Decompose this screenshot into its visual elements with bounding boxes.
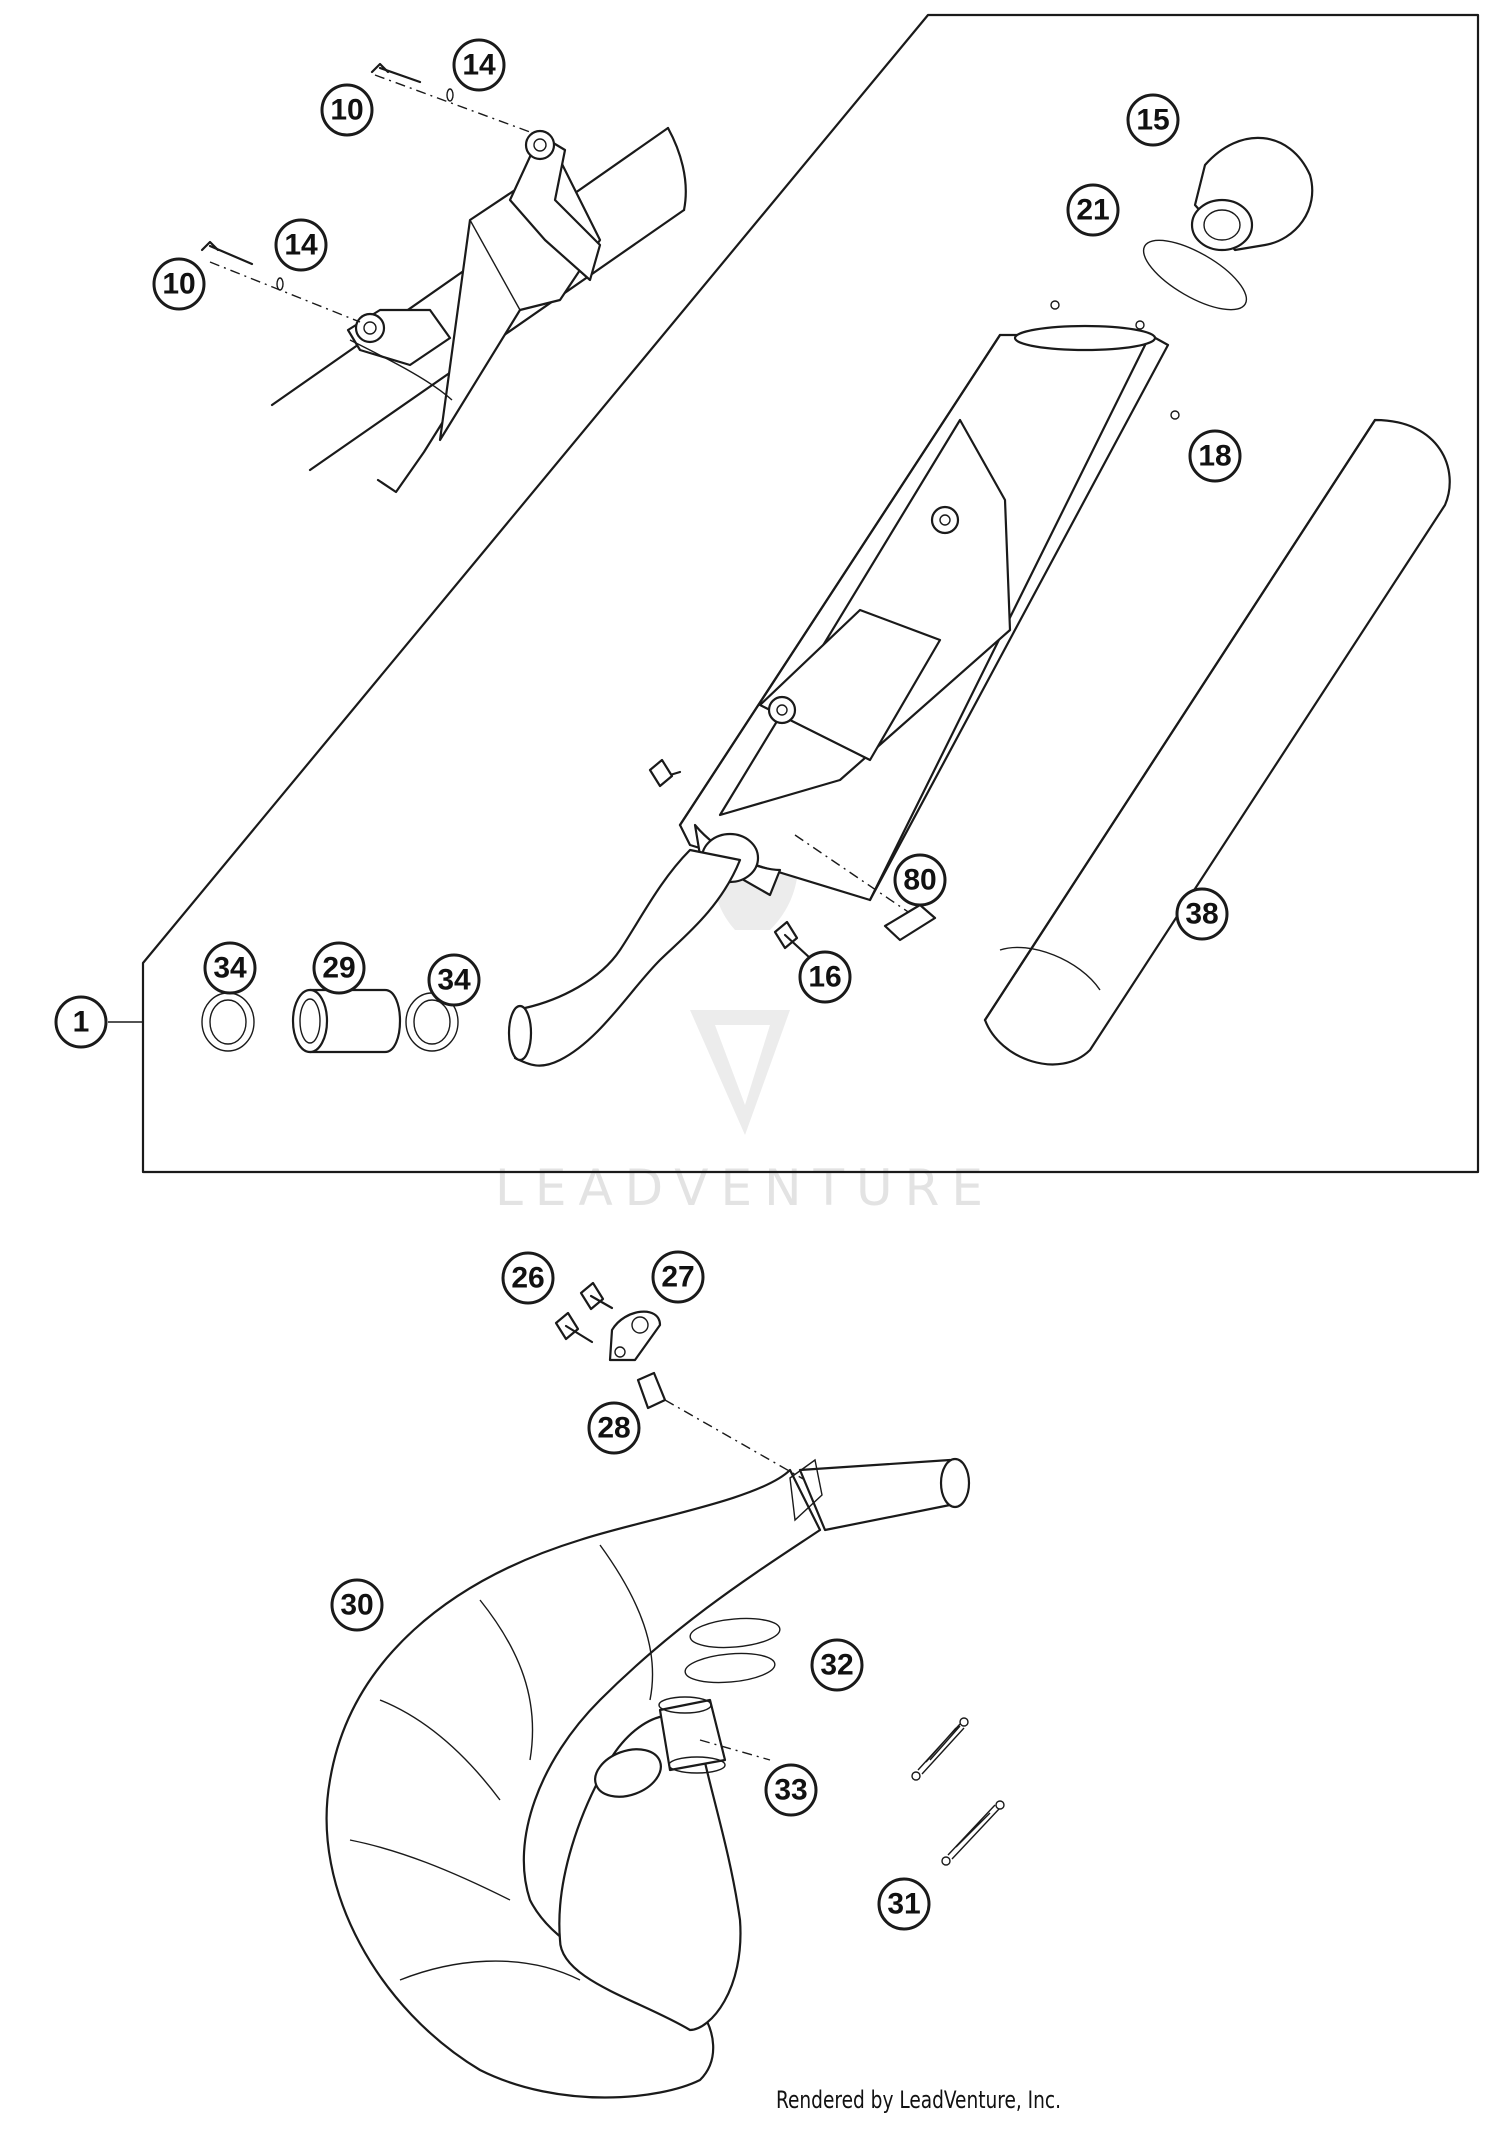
silencer — [507, 300, 1180, 1067]
callout-31: 31 — [877, 1877, 931, 1931]
connection-parts — [201, 988, 459, 1054]
callout-28: 28 — [587, 1401, 641, 1455]
callout-33: 33 — [764, 1763, 818, 1817]
header-pipe — [325, 1457, 971, 2099]
svg-text:32: 32 — [820, 1649, 853, 1682]
svg-text:28: 28 — [597, 1412, 630, 1445]
svg-text:21: 21 — [1076, 194, 1109, 227]
silencer-bracket-detail — [200, 62, 687, 494]
svg-text:14: 14 — [462, 49, 496, 82]
callout-27: 27 — [651, 1250, 705, 1304]
bracket-parts — [554, 1281, 806, 1481]
callout-15: 15 — [1126, 93, 1180, 147]
svg-text:38: 38 — [1185, 898, 1218, 931]
seals-and-springs — [658, 1617, 1005, 1866]
svg-text:15: 15 — [1136, 104, 1169, 137]
watermark-text: LEADVENTURE — [495, 1159, 995, 1217]
callout-21: 21 — [1066, 183, 1120, 237]
callout-14: 14 — [274, 218, 328, 272]
svg-text:33: 33 — [774, 1774, 807, 1807]
svg-text:30: 30 — [340, 1589, 373, 1622]
watermark: LEADVENTURE — [495, 820, 995, 1217]
assembly-boundary — [141, 13, 1480, 1174]
svg-text:31: 31 — [887, 1888, 920, 1921]
callout-18: 18 — [1188, 429, 1242, 483]
svg-text:1: 1 — [73, 1006, 90, 1039]
svg-text:26: 26 — [511, 1262, 544, 1295]
svg-text:34: 34 — [437, 964, 471, 997]
svg-text:10: 10 — [330, 94, 363, 127]
callout-10: 10 — [320, 83, 374, 137]
svg-text:80: 80 — [903, 864, 936, 897]
callout-26: 26 — [501, 1251, 555, 1305]
callout-1: 1 — [54, 995, 108, 1049]
svg-text:27: 27 — [661, 1261, 694, 1294]
callout-14: 14 — [452, 38, 506, 92]
callout-34: 34 — [203, 941, 257, 995]
callout-38: 38 — [1175, 887, 1229, 941]
svg-text:34: 34 — [213, 952, 247, 985]
callout-32: 32 — [810, 1638, 864, 1692]
callout-29: 29 — [312, 941, 366, 995]
svg-text:14: 14 — [284, 229, 318, 262]
callout-34: 34 — [427, 953, 481, 1007]
heat-shield — [983, 418, 1451, 1066]
end-cap — [1142, 136, 1314, 311]
svg-text:16: 16 — [808, 961, 841, 994]
svg-text:29: 29 — [322, 952, 355, 985]
callout-10: 10 — [152, 257, 206, 311]
credit-text: Rendered by LeadVenture, Inc. — [776, 2086, 1062, 2114]
svg-text:10: 10 — [162, 268, 195, 301]
svg-text:18: 18 — [1198, 440, 1231, 473]
callout-16: 16 — [798, 950, 852, 1004]
callout-30: 30 — [330, 1578, 384, 1632]
callout-80: 80 — [893, 853, 947, 907]
